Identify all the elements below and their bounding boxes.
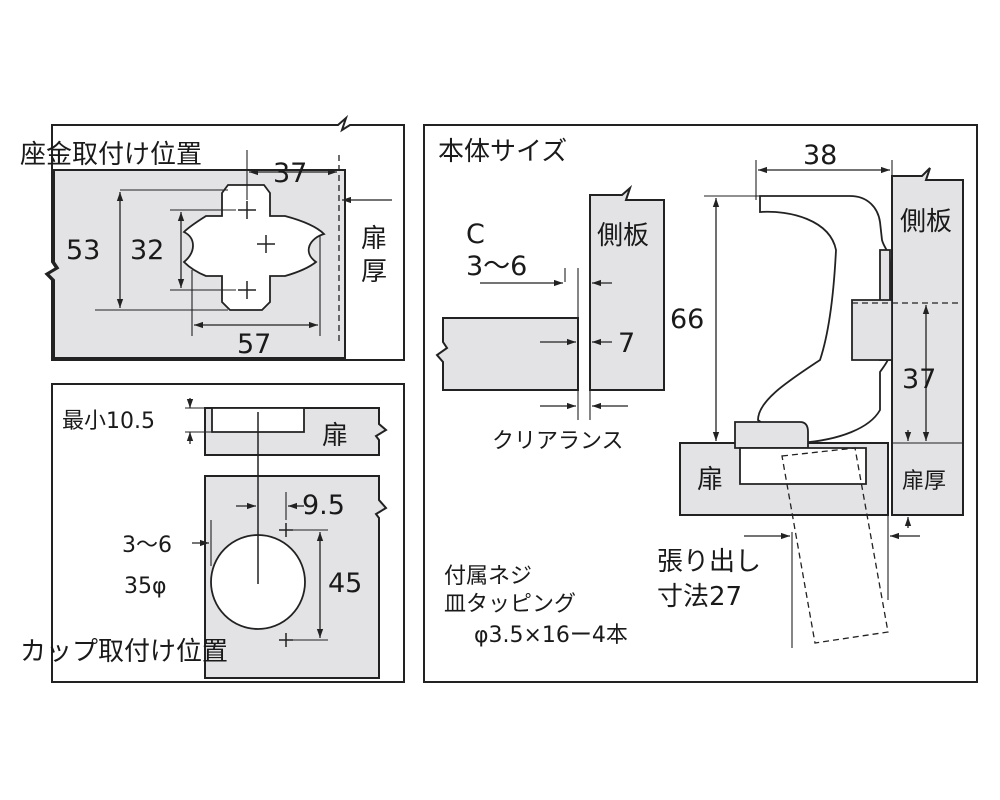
dim-37: 37 xyxy=(273,158,307,189)
screws-label-2: 皿タッピング xyxy=(444,592,576,617)
dim-53: 53 xyxy=(66,235,100,266)
dim-45: 45 xyxy=(328,568,362,599)
mounting-plate-body xyxy=(851,299,893,361)
side-panel-label-left: 側板 xyxy=(597,221,649,251)
door-label: 扉 xyxy=(322,421,348,451)
screws-label-1: 付属ネジ xyxy=(444,564,532,589)
clearance-label: クリアランス xyxy=(492,429,624,454)
door-thickness-label: 扉厚 xyxy=(902,469,946,494)
dim-57: 57 xyxy=(237,329,271,360)
side-panel-detail xyxy=(589,184,665,391)
hinge-arm xyxy=(757,195,891,452)
open-door-outline xyxy=(781,447,889,644)
cup-position-title: カップ取付け位置 xyxy=(20,637,228,667)
door-thickness-label-1: 扉 xyxy=(361,224,387,254)
door-thickness-label-2: 厚 xyxy=(361,257,387,287)
door-label-right: 扉 xyxy=(697,465,723,495)
chamfer-c-label: C xyxy=(466,219,485,250)
cup-pocket xyxy=(739,447,867,485)
center-mark-icon xyxy=(238,201,275,299)
cup-mounting-panel: 最小10.5 扉 9.5 3～6 35φ 45 カップ取付け位置 xyxy=(20,383,405,683)
side-panel-label-right: 側板 xyxy=(900,207,952,237)
dim-37-body: 37 xyxy=(902,364,936,395)
dim-3-6: 3～6 xyxy=(122,533,172,558)
chamfer-range-label: 3～6 xyxy=(466,251,527,282)
plate-mounting-panel: 座金取付け位置 37 53 32 57 扉 厚 xyxy=(20,114,405,361)
screws-label-3: φ3.5×16ー4本 xyxy=(474,623,628,648)
dim-9-5: 9.5 xyxy=(302,490,345,521)
dim-66: 66 xyxy=(670,304,704,335)
body-size-panel: 本体サイズ C 3～6 側板 7 クリアランス 38 側板 66 37 扉 扉厚… xyxy=(423,124,978,683)
hinge-cup-top xyxy=(734,421,809,449)
dim-38: 38 xyxy=(803,140,837,171)
dim-35-phi: 35φ xyxy=(124,574,167,599)
dim-7: 7 xyxy=(618,328,635,359)
min-depth-label: 最小10.5 xyxy=(62,409,155,434)
door-edge-detail xyxy=(435,317,579,391)
body-size-title: 本体サイズ xyxy=(438,137,567,167)
overhang-label-1: 張り出し xyxy=(657,547,761,577)
plate-position-title: 座金取付け位置 xyxy=(20,140,202,170)
dim-32: 32 xyxy=(130,235,164,266)
overhang-label-2: 寸法27 xyxy=(657,582,742,612)
